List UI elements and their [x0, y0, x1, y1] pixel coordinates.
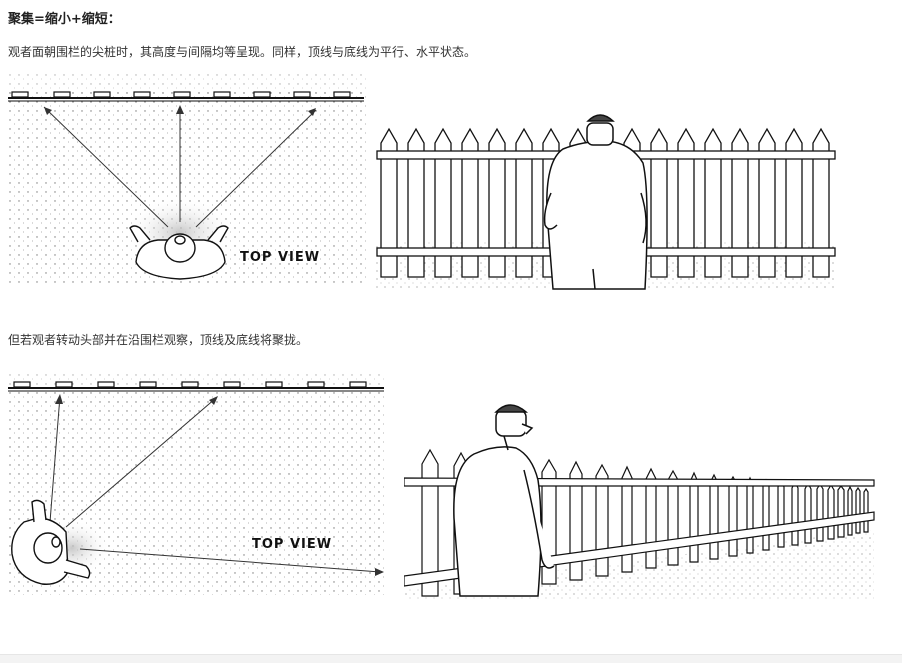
- paragraph-frontal-view: 观者面朝围栏的尖桩时，其高度与间隔均等呈现。同样，顶线与底线为平行、水平状态。: [8, 45, 477, 59]
- fence-front-illustration: [375, 93, 840, 293]
- paragraph-angled-view: 但若观者转动头部并在沿围栏观察，顶线及底线将聚拢。: [8, 333, 309, 347]
- top-view-label: TOP VIEW: [240, 250, 320, 265]
- top-view-diagram-frontal: TOP VIEW: [8, 72, 368, 287]
- man-side-view: [453, 404, 555, 597]
- top-view-label: TOP VIEW: [252, 537, 332, 552]
- man-back-view: [543, 114, 648, 290]
- person-top-view-icon: [11, 499, 91, 585]
- top-view-diagram-angled: TOP VIEW: [8, 372, 388, 597]
- fence-perspective-illustration: [404, 400, 879, 600]
- section-heading: 聚集=缩小+缩短：: [8, 12, 121, 27]
- page-footer-band: [0, 654, 902, 663]
- person-top-view-icon: [129, 225, 229, 280]
